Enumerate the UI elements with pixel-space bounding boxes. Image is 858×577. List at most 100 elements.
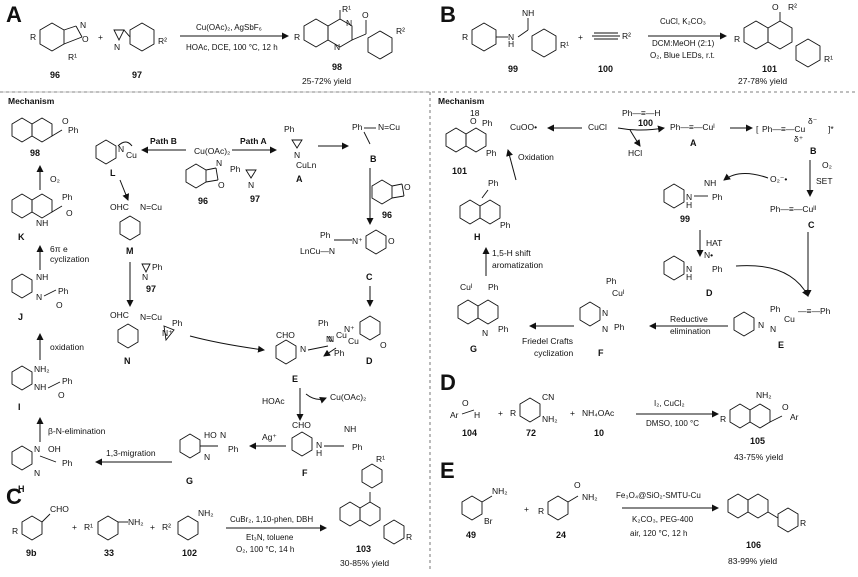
structure-96-a: N O R R¹ [30,20,89,62]
svg-text:Ph: Ph [320,230,331,240]
svg-text:H: H [474,410,480,420]
svg-text:Ph: Ph [228,444,239,454]
mech-b-oxidation: Oxidation [518,152,554,162]
svg-text:LnCu—N: LnCu—N [300,246,335,256]
svg-text:Ph: Ph [62,192,73,202]
svg-text:+: + [524,504,529,514]
structure-104: O Ar H [450,398,480,420]
mech-a-aziridine-97: Ph N [230,164,257,190]
svg-text:O: O [58,390,65,400]
svg-text:R: R [406,532,412,542]
mech-a-structure-98: O Ph [11,116,79,143]
mech-b-fc2: cyclization [534,348,573,358]
svg-text:CHO: CHO [50,504,69,514]
mech-a-structure-h: N N OH Ph [11,444,73,478]
mech-b-structure-b: [ Ph—≡—Cu δ⁻ δ⁺ ]* [756,116,834,144]
svg-text:Cu: Cu [784,314,795,324]
svg-text:NH: NH [704,178,716,188]
mech-a-label-l: L [110,168,116,178]
svg-text:Ar: Ar [450,410,459,420]
svg-text:Ph: Ph [284,124,295,134]
conditions-d-bottom: DMSO, 100 °C [646,419,699,428]
svg-text:Cu: Cu [348,336,359,346]
mech-b-label-100: 100 [638,118,653,128]
svg-text:NH₂: NH₂ [756,390,772,400]
mech-a-label-b: B [370,154,377,164]
mech-a-structure-f: CHO N H NH Ph [291,420,363,458]
svg-text:18: 18 [470,108,480,118]
svg-text:R: R [800,518,806,528]
svg-text:N: N [36,292,42,302]
mech-b-label-a: A [690,138,697,148]
conditions-e-bottom: air, 120 °C, 12 h [630,529,687,538]
mech-b-structure-g: Cuᴵ Ph N Ph [457,282,509,338]
mech-a-path-b: Path B [150,136,177,146]
structure-9b: CHO R [12,504,69,541]
svg-text:NH: NH [36,218,48,228]
svg-text:R: R [538,506,544,516]
mech-b-label-e: E [778,340,784,350]
svg-text:O: O [56,300,63,310]
svg-text:O: O [462,398,469,408]
svg-text:R²: R² [162,522,171,532]
mech-a-label-97: 97 [250,194,260,204]
compound-103: 103 [356,544,371,554]
svg-text:Ph: Ph [172,318,183,328]
mech-a-aziridine-97b: Ph N [141,262,163,282]
structure-49: NH₂ Br [461,486,508,526]
mech-a-step-beta: β-N-elimination [48,426,106,436]
mech-a-structure-n: OHC N=Cu N⁺ Ph [110,310,183,349]
mech-a-structure-k: NH Ph O [11,192,73,228]
svg-text:O: O [574,480,581,490]
mech-a-ag: Ag⁺ [262,432,277,442]
svg-text:—≡—Ph: —≡—Ph [798,306,831,316]
svg-text:N⁺: N⁺ [344,324,355,334]
svg-text:]*: ]* [828,124,834,134]
mech-a-label-a: A [296,174,303,184]
svg-text:NH: NH [522,8,534,18]
svg-text:O: O [362,10,369,20]
svg-text:N: N [508,32,514,42]
svg-text:N: N [316,440,322,450]
svg-text:R: R [30,32,36,42]
svg-text:Ph: Ph [770,304,781,314]
mech-b-label-f: F [598,348,604,358]
svg-text:Ph: Ph [62,458,73,468]
mech-b-structure-f: Ph Cuᴵ N N Ph [579,276,625,334]
svg-text:R¹: R¹ [824,54,833,64]
svg-text:N: N [328,334,334,344]
mech-a-label-96b: 96 [382,210,392,220]
svg-text:N: N [220,430,226,440]
conditions-a-bottom: HOAc, DCE, 100 °C, 12 h [186,43,278,52]
svg-text:N⁺: N⁺ [352,236,363,246]
svg-text:R: R [462,32,468,42]
mech-a-label-96: 96 [198,196,208,206]
svg-text:Ph: Ph [712,192,723,202]
structure-24: R O NH₂ [538,480,598,521]
mech-a-o2: O₂ [50,174,60,184]
mech-b-label-b: B [810,146,817,156]
mech-b-shift2: aromatization [492,260,543,270]
mech-b-re1: Reductive [670,314,708,324]
svg-text:O: O [380,340,387,350]
panel-label-d: D [440,370,456,395]
svg-text:CHO: CHO [276,330,295,340]
svg-text:Ph: Ph [614,322,625,332]
svg-text:+: + [98,32,103,42]
mech-b-label-99: 99 [680,214,690,224]
structure-105: NH₂ O Ar R [720,390,799,429]
svg-text:R: R [294,32,300,42]
svg-text:Ph: Ph [334,348,345,358]
mech-b-fc1: Friedel Crafts [522,336,573,346]
svg-text:NH₂: NH₂ [542,414,558,424]
svg-text:O: O [66,208,73,218]
mech-b-structure-101: 18 O Ph Ph [445,108,497,158]
mech-a-structure-a: Ph N CuLn [284,124,317,170]
svg-text:[: [ [756,124,759,134]
svg-text:Ph: Ph [712,264,723,274]
svg-text:Ph: Ph [58,286,69,296]
svg-text:Ph: Ph [68,125,79,135]
mech-a-path-a: Path A [240,136,267,146]
